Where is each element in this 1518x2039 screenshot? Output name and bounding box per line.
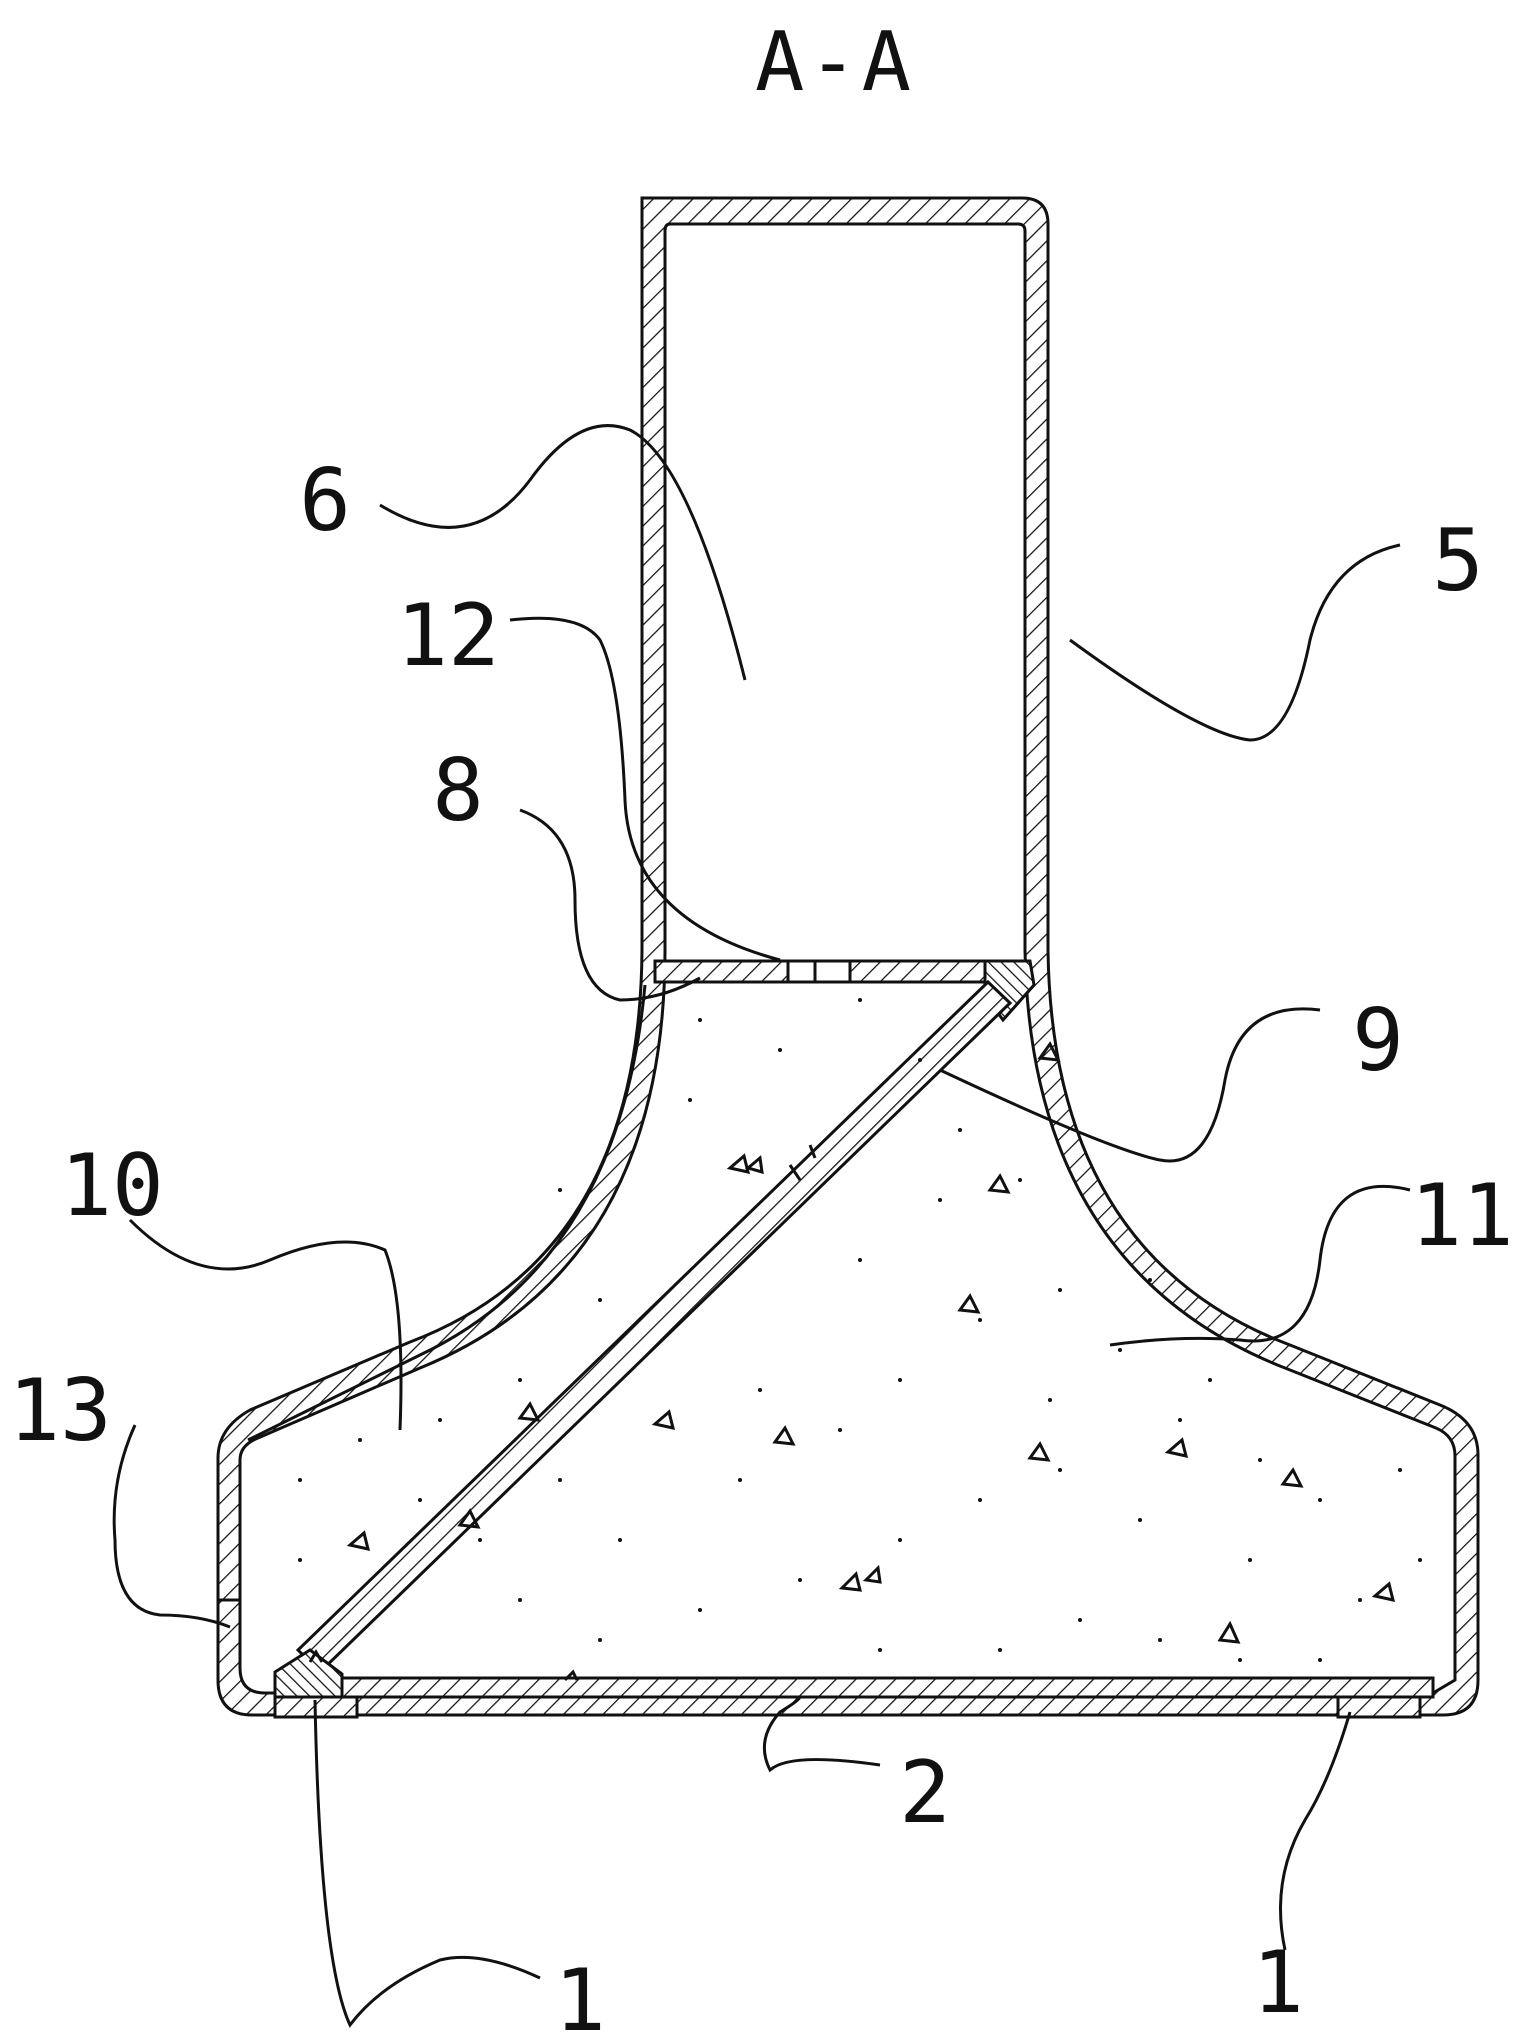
- stray-mark-2: [808, 1144, 817, 1159]
- leader-1-right: [1279, 1711, 1352, 1951]
- label-5: 5: [1432, 511, 1484, 611]
- foot-right: [1336, 1695, 1422, 1719]
- label-8: 8: [432, 741, 484, 841]
- leader-5: [1069, 543, 1401, 742]
- leader-12: [509, 616, 781, 962]
- leader-lines: [112, 424, 1411, 2028]
- leader-2: [762, 1696, 881, 1773]
- housing-wall: [216, 196, 1480, 1717]
- label-6: 6: [299, 451, 351, 551]
- stray-mark: [788, 1164, 802, 1181]
- label-11: 11: [1410, 1166, 1514, 1266]
- leader-8: [519, 808, 701, 1002]
- label-12: 12: [396, 586, 500, 686]
- label-9: 9: [1352, 991, 1404, 1091]
- leader-13: [112, 1424, 231, 1629]
- filling-stipple: [298, 998, 1422, 1662]
- filling-triangles: [308, 1041, 1396, 1682]
- diagonal-separator: [295, 979, 1013, 1675]
- label-13: 13: [8, 1361, 112, 1461]
- label-2: 2: [899, 1743, 951, 1843]
- leader-11: [1109, 1184, 1411, 1347]
- corner-block-bottom: [273, 1648, 344, 1702]
- inner-liner-line: [247, 984, 647, 1442]
- label-1-right: 1: [1252, 1933, 1304, 2033]
- label-10: 10: [60, 1136, 164, 1236]
- label-1-left: 1: [554, 1951, 606, 2039]
- leader-9: [939, 1007, 1321, 1163]
- leader-10: [128, 1218, 403, 1431]
- leader-6: [379, 424, 747, 681]
- bottom-plate: [336, 1676, 1435, 1699]
- section-title: A-A: [755, 15, 915, 110]
- plate-opening: [786, 959, 852, 984]
- leader-1-left: [313, 1699, 541, 2028]
